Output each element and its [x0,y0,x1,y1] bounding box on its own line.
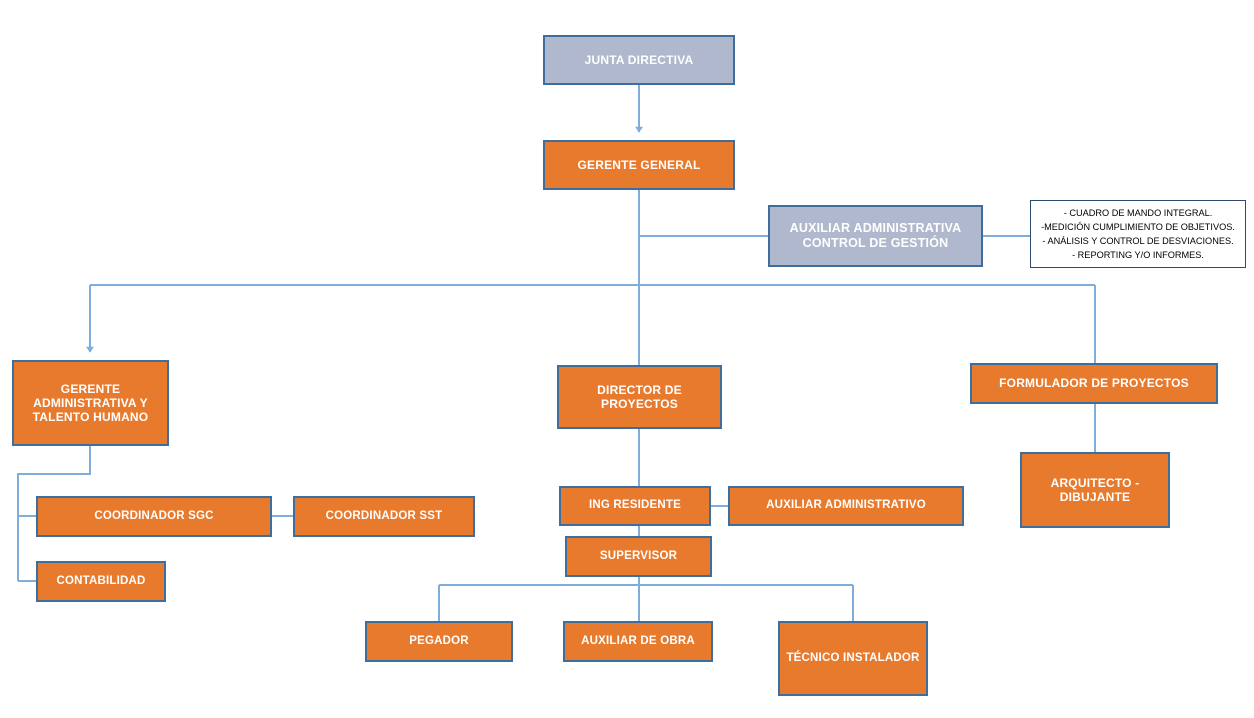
node-coordinador-sst[interactable]: COORDINADOR SST [293,496,475,537]
note-funciones-control-gestion: - CUADRO DE MANDO INTEGRAL. -MEDICIÓN CU… [1030,200,1246,268]
node-formulador-de-proyectos[interactable]: FORMULADOR DE PROYECTOS [970,363,1218,404]
note-line-2: -MEDICIÓN CUMPLIMIENTO DE OBJETIVOS. [1041,221,1235,232]
node-auxiliar-de-obra[interactable]: AUXILIAR DE OBRA [563,621,713,662]
node-pegador[interactable]: PEGADOR [365,621,513,662]
node-supervisor[interactable]: SUPERVISOR [565,536,712,577]
node-director-de-proyectos[interactable]: DIRECTOR DE PROYECTOS [557,365,722,429]
node-coordinador-sgc[interactable]: COORDINADOR SGC [36,496,272,537]
node-ing-residente[interactable]: ING RESIDENTE [559,486,711,526]
node-gerente-general[interactable]: GERENTE GENERAL [543,140,735,190]
node-junta-directiva[interactable]: JUNTA DIRECTIVA [543,35,735,85]
node-auxiliar-administrativa-control-gestion[interactable]: AUXILIAR ADMINISTRATIVA CONTROL DE GESTI… [768,205,983,267]
node-auxiliar-administrativo[interactable]: AUXILIAR ADMINISTRATIVO [728,486,964,526]
node-gerente-administrativa-talento-humano[interactable]: GERENTE ADMINISTRATIVA Y TALENTO HUMANO [12,360,169,446]
node-contabilidad[interactable]: CONTABILIDAD [36,561,166,602]
node-tecnico-instalador[interactable]: TÉCNICO INSTALADOR [778,621,928,696]
note-line-1: - CUADRO DE MANDO INTEGRAL. [1063,207,1213,218]
note-line-3: - ANÁLISIS Y CONTROL DE DESVIACIONES. [1042,236,1234,246]
note-line-4: - REPORTING Y/O INFORMES. [1072,250,1204,261]
node-arquitecto-dibujante[interactable]: ARQUITECTO - DIBUJANTE [1020,452,1170,528]
